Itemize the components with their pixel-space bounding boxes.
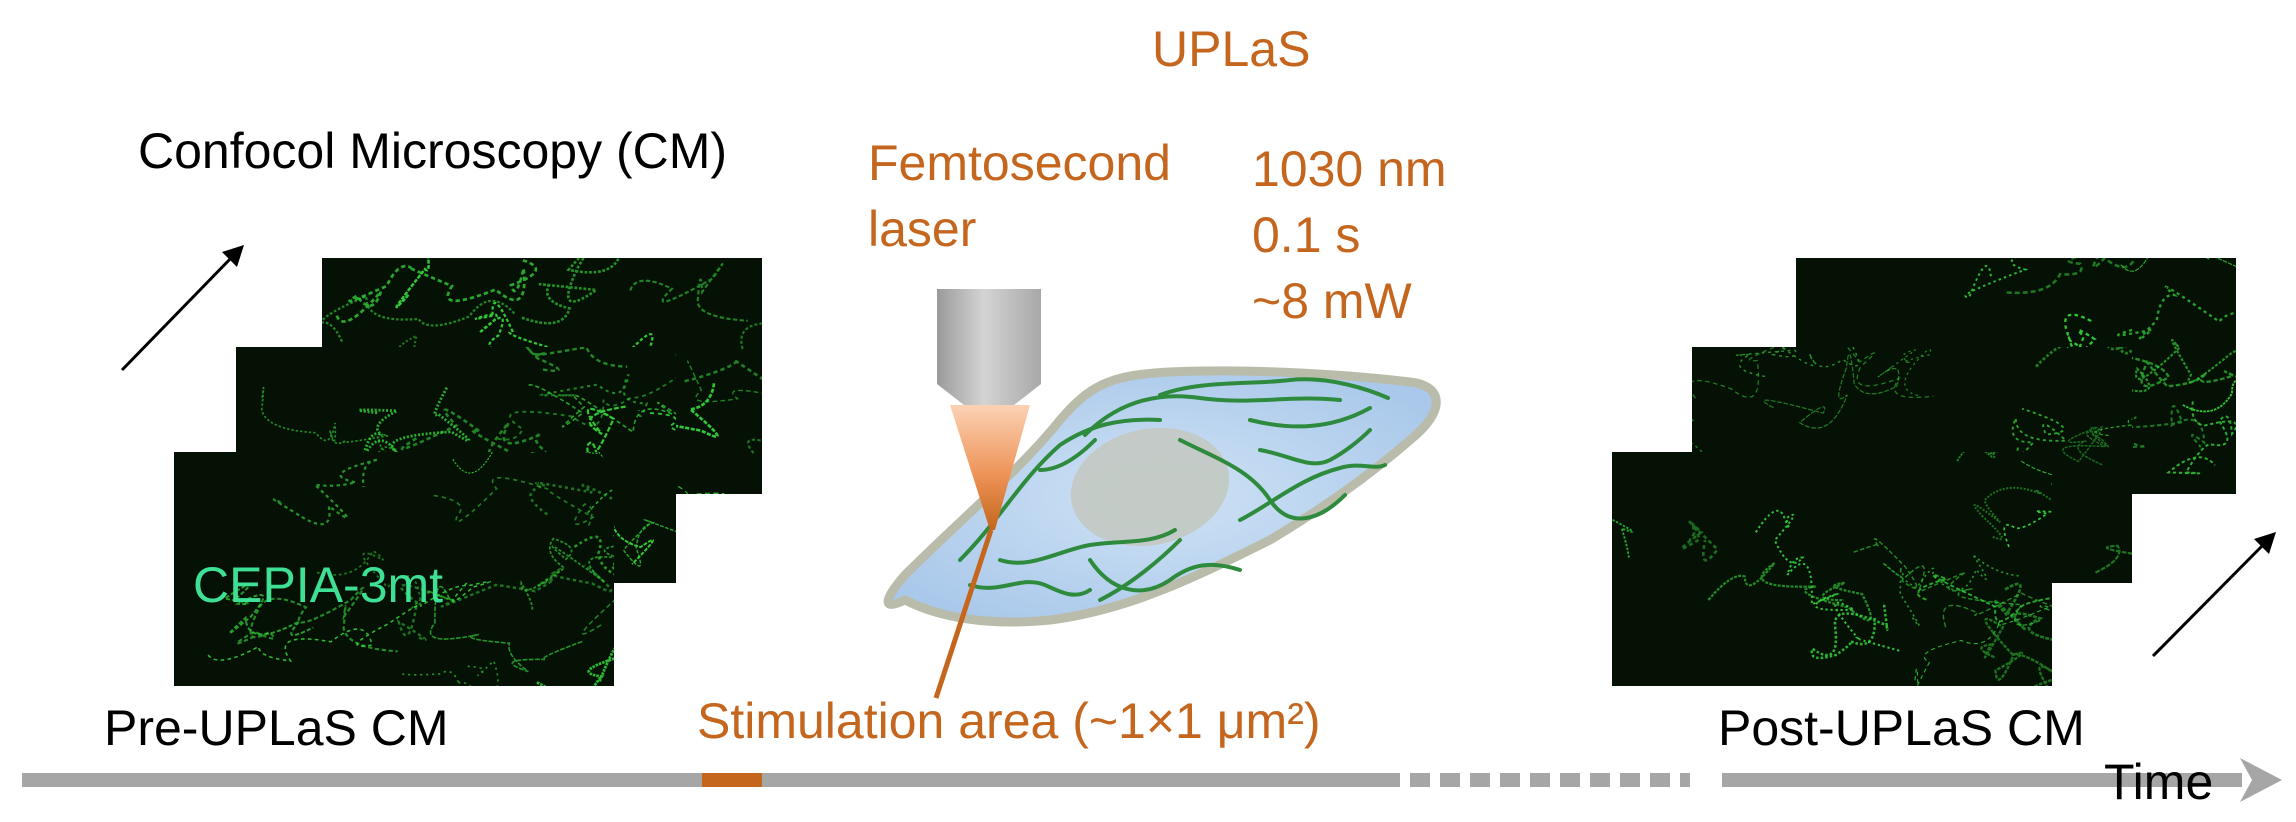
mitochondria-signal	[1692, 347, 1934, 399]
mitochondria-signal	[1882, 553, 2020, 627]
pre-stack-arrow	[120, 245, 244, 372]
timeline-stim-marker	[702, 773, 762, 787]
post-label: Post-UPLaS CM	[1718, 700, 2085, 756]
mitochondria-signal	[452, 452, 604, 474]
title: UPLaS	[1152, 21, 1311, 77]
mitochondria-signal	[400, 408, 547, 458]
time-label: Time	[2104, 754, 2214, 810]
mitochondria-signal	[629, 263, 748, 322]
timeline-segment-post	[1722, 773, 2242, 787]
micrograph-texture	[1612, 452, 2052, 686]
mitochondria-signal	[1853, 538, 2043, 626]
timeline-segment-mid	[762, 773, 1400, 787]
mitochondria-signal	[222, 583, 314, 637]
mitochondria-signal	[1877, 349, 1932, 397]
laser-name-line1: Femtosecond	[868, 135, 1171, 191]
mitochondria-signal	[1612, 518, 1634, 558]
mitochondria-signal	[428, 585, 584, 673]
mitochondria-signal	[322, 294, 516, 343]
pre-micrograph-front	[174, 452, 614, 686]
mitochondria-signal	[2011, 407, 2069, 457]
mitochondria-signal	[1992, 582, 2052, 641]
mitochondria-signal	[521, 258, 621, 325]
mitochondria-signal	[520, 534, 614, 610]
mitochondria-signal	[2182, 379, 2236, 413]
mitochondria-signal	[402, 659, 499, 686]
mitochondria-signal	[207, 580, 491, 662]
mitochondria-signal	[2165, 401, 2236, 475]
pre-label: Pre-UPLaS CM	[104, 700, 449, 756]
laser-beam	[950, 405, 1030, 530]
mitochondria-signal	[235, 586, 398, 653]
mitochondria-signal	[1707, 562, 1872, 622]
mitochondria-signal	[2104, 339, 2236, 394]
mitochondria-signal	[1973, 486, 2052, 541]
timeline	[22, 758, 2282, 802]
timeline-segment-pre	[22, 773, 702, 787]
laser-duration: 0.1 s	[1252, 207, 1361, 263]
mitochondria-signal	[539, 373, 649, 418]
stim-pointer-line	[933, 529, 994, 699]
stim-label: Stimulation area (~1×1 μm²)	[697, 693, 1321, 749]
timeline-arrowhead	[2240, 758, 2282, 802]
mitochondria-signal	[1980, 617, 2052, 686]
mitochondria-signal	[433, 476, 595, 530]
mitochondria-signal	[2117, 285, 2236, 341]
mitochondria-signal	[573, 535, 614, 576]
mitochondria-signal	[1754, 509, 1902, 653]
laser-wavelength: 1030 nm	[1252, 141, 1447, 197]
mitochondria-signal	[395, 258, 430, 309]
mitochondria-signal	[2095, 418, 2132, 437]
micrograph-texture	[207, 452, 614, 686]
laser-power: ~8 mW	[1252, 273, 1412, 329]
post-stack-arrow	[2151, 532, 2276, 658]
mitochondria-signal	[396, 563, 613, 642]
timeline-dashed-gap	[1410, 773, 1690, 787]
nucleus	[1070, 427, 1230, 547]
mitochondria-signal	[2128, 356, 2236, 388]
mitochondria-signal	[357, 387, 471, 460]
objective-tip	[937, 384, 1041, 405]
mitochondria-signal	[686, 360, 762, 403]
mitochondria-signal	[528, 384, 676, 434]
mitochondria-signal	[581, 599, 614, 635]
mitochondria-signal	[684, 358, 762, 383]
mitochondria-signal	[623, 518, 676, 567]
mitochondria-signal	[1680, 519, 1720, 562]
objective-barrel	[937, 289, 1041, 384]
mitochondria-signal	[1735, 347, 1860, 378]
mitochondria-signal	[1810, 602, 1889, 660]
dye-label: CEPIA-3mt	[193, 557, 444, 613]
post-micrograph-front	[1612, 452, 2052, 686]
laser-objective	[937, 289, 1041, 530]
mitochondria-signal	[2003, 483, 2052, 548]
mitochondria-signal	[316, 550, 432, 610]
mitochondria-signal	[1763, 353, 1900, 429]
laser-name-line2: laser	[868, 201, 977, 257]
mitochondria-network	[958, 377, 1390, 602]
mitochondria-signal	[529, 481, 614, 516]
mitochondria-signal	[2062, 426, 2109, 466]
cm-label: Confocol Microscopy (CM)	[138, 123, 728, 179]
mitochondria-signal	[1916, 573, 2052, 623]
mitochondria-signal	[2053, 390, 2206, 451]
